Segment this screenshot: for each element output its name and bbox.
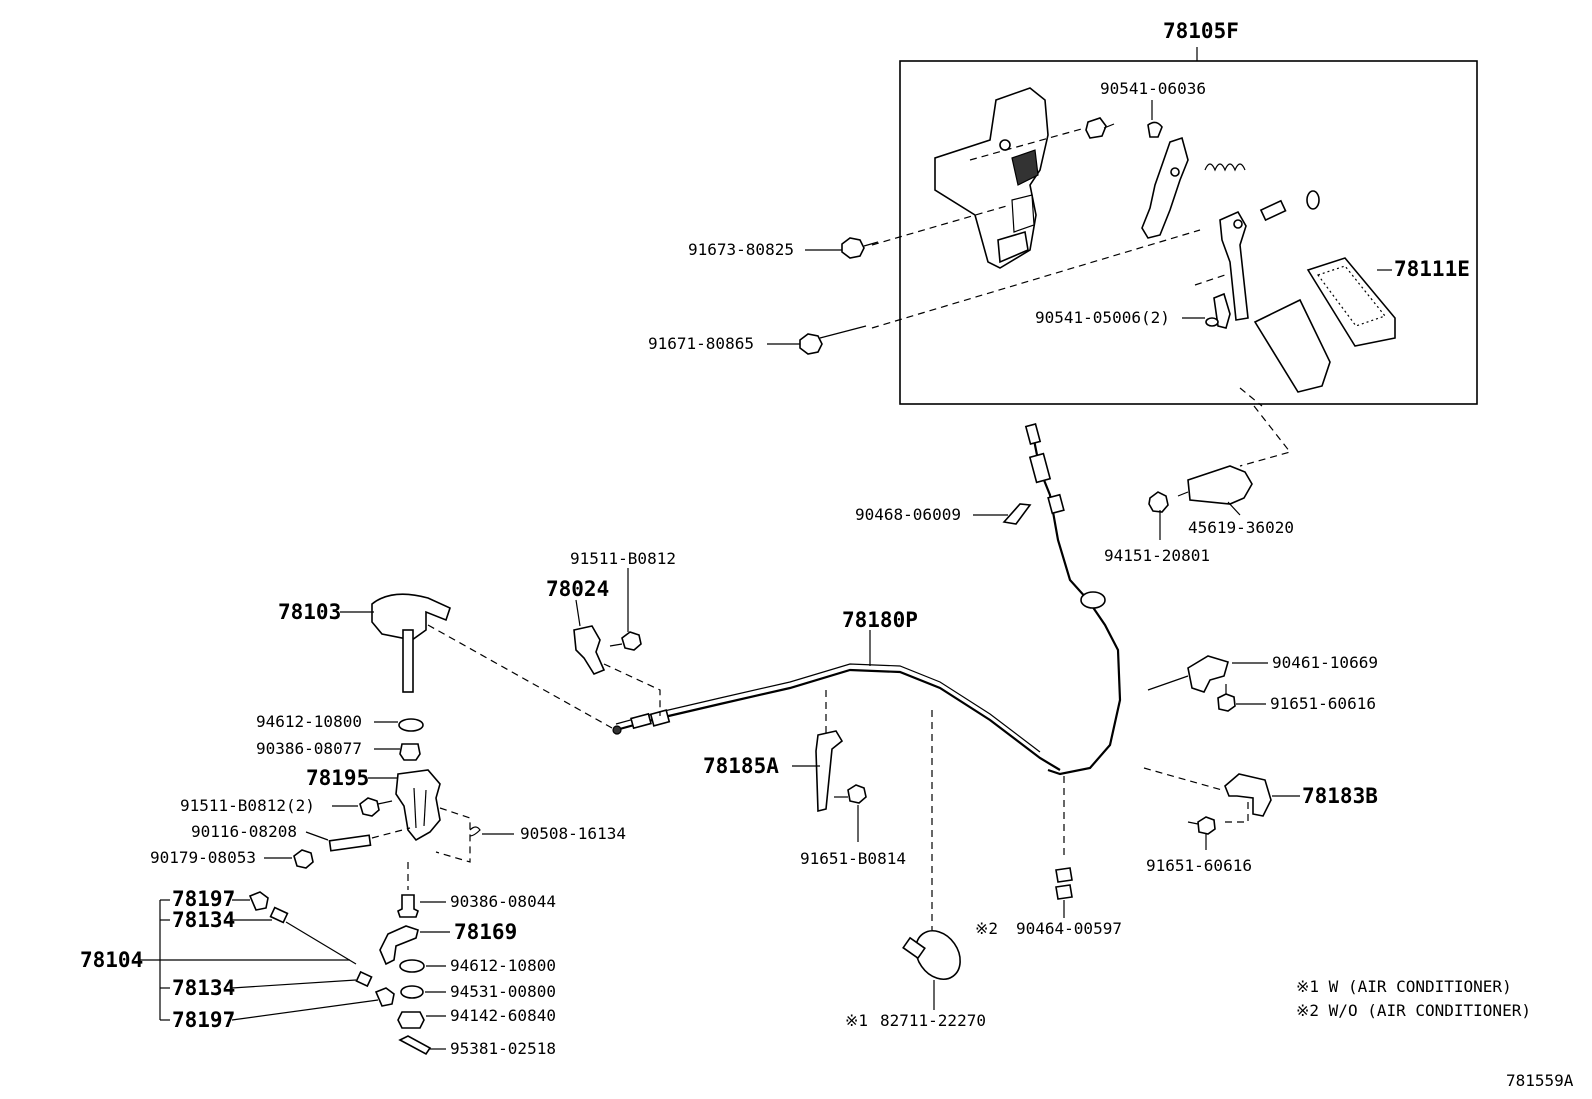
stopper-45619-36020 — [1177, 465, 1253, 505]
clip-90464-00597 — [1055, 867, 1073, 900]
label-91511-B0812-2[interactable]: 91511-B0812(2) — [180, 796, 315, 815]
pedal-pad — [1306, 257, 1396, 347]
lever-bracket-78195 — [395, 769, 441, 842]
cotter-95381-02518 — [398, 1035, 432, 1056]
label-78134-a[interactable]: 78134 — [172, 908, 235, 932]
label-90386-08044[interactable]: 90386-08044 — [450, 892, 556, 911]
stud-90116-08208 — [328, 834, 372, 852]
label-91651-B0814[interactable]: 91651-B0814 — [800, 849, 906, 868]
label-95381-02518[interactable]: 95381-02518 — [450, 1039, 556, 1058]
label-90508-16134[interactable]: 90508-16134 — [520, 824, 626, 843]
rod-assembly — [248, 891, 395, 1007]
label-90541-05006[interactable]: 90541-05006(2) — [1035, 308, 1170, 327]
nut-90386-08077 — [399, 743, 421, 761]
note-2: ※2 W/O (AIR CONDITIONER) — [1296, 1001, 1531, 1020]
label-94151-20801[interactable]: 94151-20801 — [1104, 546, 1210, 565]
bolt-91651-60616-a — [1217, 684, 1236, 712]
nut-94142-60840 — [397, 1011, 425, 1029]
label-91511-B0812-top[interactable]: 91511-B0812 — [570, 549, 676, 568]
label-78197-a[interactable]: 78197 — [172, 887, 235, 911]
diagram-code: 781559A — [1506, 1071, 1574, 1090]
label-94612-10800-b[interactable]: 94612-10800 — [450, 956, 556, 975]
label-94531-00800[interactable]: 94531-00800 — [450, 982, 556, 1001]
label-90461-10669[interactable]: 90461-10669 — [1272, 653, 1378, 672]
pedal-assembly-frame — [899, 60, 1478, 405]
lever-78024 — [573, 625, 606, 675]
return-spring — [1204, 163, 1246, 172]
bracket-78183B — [1224, 773, 1272, 817]
label-78195[interactable]: 78195 — [306, 766, 369, 790]
clamp-82711-22270 — [902, 930, 961, 980]
label-45619-36020[interactable]: 45619-36020 — [1188, 518, 1294, 537]
nut-94151-20801 — [1148, 491, 1169, 513]
label-90541-06036[interactable]: 90541-06036 — [1100, 79, 1206, 98]
label-90386-08077[interactable]: 90386-08077 — [256, 739, 362, 758]
lever-78103 — [371, 593, 451, 693]
bolt-91651-60616-b — [1187, 816, 1216, 835]
mark-1: ※1 — [845, 1011, 868, 1030]
label-91651-60616-b[interactable]: 91651-60616 — [1146, 856, 1252, 875]
pedal-assembly-group: 78105F 78111E — [871, 19, 1478, 405]
bracket-78185A — [815, 730, 844, 813]
label-78134-b[interactable]: 78134 — [172, 976, 235, 1000]
spring-90508-16134 — [469, 826, 481, 837]
main-cable — [612, 663, 1061, 771]
bolt-91511-B0812-2 — [359, 797, 393, 817]
bolt-91673-80825 — [841, 237, 879, 259]
label-90464-00597[interactable]: 90464-00597 — [1016, 919, 1122, 938]
clip-90468-06009 — [1002, 503, 1032, 525]
label-78169[interactable]: 78169 — [454, 920, 517, 944]
label-94142-60840[interactable]: 94142-60840 — [450, 1006, 556, 1025]
label-90116-08208[interactable]: 90116-08208 — [191, 822, 297, 841]
bracket-90461-10669 — [1187, 655, 1229, 693]
label-78105F[interactable]: 78105F — [1163, 19, 1239, 43]
mark-2: ※2 — [975, 919, 998, 938]
label-91673-80825[interactable]: 91673-80825 — [688, 240, 794, 259]
washer-94531-00800 — [400, 985, 424, 999]
washer-94612-10800-b — [399, 959, 425, 973]
label-78111E[interactable]: 78111E — [1394, 257, 1470, 281]
pedal-bracket-housing — [934, 87, 1049, 269]
pedal-lever — [1219, 210, 1331, 393]
link-78169 — [379, 925, 419, 966]
bolt-91671-80865 — [799, 325, 867, 355]
label-91671-80865[interactable]: 91671-80865 — [648, 334, 754, 353]
pedal-bushing-parts — [1085, 117, 1320, 329]
label-94612-10800-a[interactable]: 94612-10800 — [256, 712, 362, 731]
label-78197-b[interactable]: 78197 — [172, 1008, 235, 1032]
pedal-arm-bracket — [1141, 136, 1189, 239]
note-1: ※1 W (AIR CONDITIONER) — [1296, 977, 1512, 996]
label-90179-08053[interactable]: 90179-08053 — [150, 848, 256, 867]
label-78104[interactable]: 78104 — [80, 948, 143, 972]
label-82711-22270[interactable]: 82711-22270 — [880, 1011, 986, 1030]
nut-90179-08053 — [293, 849, 314, 869]
label-78103[interactable]: 78103 — [278, 600, 341, 624]
label-78024[interactable]: 78024 — [546, 577, 609, 601]
label-78185A[interactable]: 78185A — [703, 754, 779, 778]
bolt-91651-B0814 — [834, 784, 867, 804]
label-90468-06009[interactable]: 90468-06009 — [855, 505, 961, 524]
washer-94612-10800-a — [398, 718, 424, 732]
accelerator-cable-upper — [1024, 423, 1122, 776]
bolt-91511-B0812-top — [609, 631, 642, 651]
pin-90386-08044 — [397, 894, 419, 918]
label-78180P[interactable]: 78180P — [842, 608, 918, 632]
label-91651-60616-a[interactable]: 91651-60616 — [1270, 694, 1376, 713]
label-78183B[interactable]: 78183B — [1302, 784, 1378, 808]
